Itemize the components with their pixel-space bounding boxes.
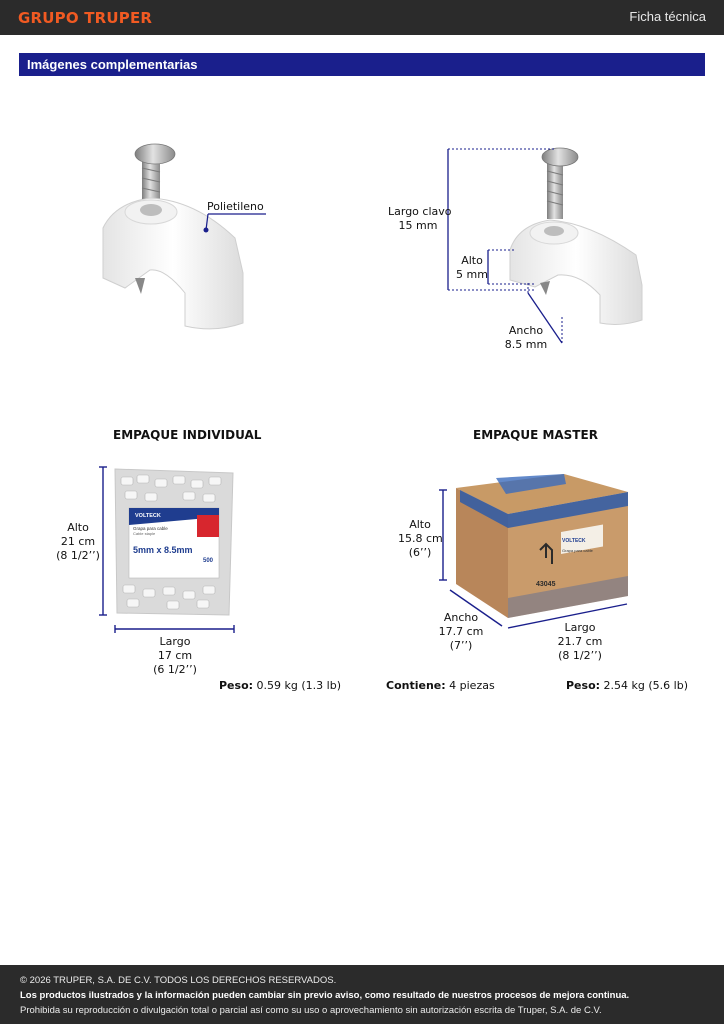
width-label: Ancho 8.5 mm: [504, 324, 548, 351]
brand-logo: GRUPO TRUPER: [18, 9, 153, 27]
box-height-label: Alto 15.8 cm (6’’): [398, 518, 443, 559]
document-type: Ficha técnica: [629, 9, 706, 24]
individual-package-heading: EMPAQUE INDIVIDUAL: [113, 428, 262, 442]
height-label: Alto 5 mm: [456, 254, 488, 281]
footer-copyright: © 2026 TRUPER, S.A. DE C.V. TODOS LOS DE…: [20, 975, 337, 986]
box-product-text: Grapa para cable: [562, 548, 594, 553]
material-callout-line: [203, 213, 266, 233]
nail-length-label: Largo clavo 15 mm: [388, 205, 452, 232]
master-contents: Contiene: 4 piezas: [386, 679, 495, 692]
individual-weight: Peso: 0.59 kg (1.3 lb): [219, 679, 341, 692]
bag-height-label: Alto 21 cm (8 1/2’’): [56, 521, 100, 562]
section-header: Imágenes complementarias: [19, 53, 705, 76]
bag-length-label: Largo 17 cm (6 1/2’’): [153, 635, 197, 676]
box-code-text: 43045: [536, 581, 556, 588]
footer-prohibition: Prohibida su reproducción o divulgación …: [20, 1005, 602, 1016]
box-brand-text: VOLTECK: [562, 538, 586, 544]
footer-notice: Los productos ilustrados y la informació…: [20, 990, 630, 1001]
material-label: Polietileno: [207, 200, 264, 213]
staple-image: [102, 143, 244, 330]
top-bar: GRUPO TRUPER Ficha técnica: [0, 0, 724, 35]
individual-bag-image: VOLTECK Grapa para cable Cable staple 5m…: [99, 466, 235, 633]
footer: © 2026 TRUPER, S.A. DE C.V. TODOS LOS DE…: [0, 965, 724, 1024]
box-width-label: Ancho 17.7 cm (7’’): [438, 611, 484, 652]
staple-dimension-image: [447, 147, 643, 344]
master-weight: Peso: 2.54 kg (5.6 lb): [566, 679, 688, 692]
box-length-label: Largo 21.7 cm (8 1/2’’): [557, 621, 603, 662]
bag-brand-text: VOLTECK: [135, 513, 161, 519]
bag-count-text: 500: [203, 558, 214, 564]
master-box-image: VOLTECK Grapa para cable 43045: [439, 474, 628, 629]
master-package-heading: EMPAQUE MASTER: [473, 428, 598, 442]
bag-size-text: 5mm x 8.5mm: [133, 545, 193, 555]
section-title: Imágenes complementarias: [27, 57, 198, 72]
bag-product-en-text: Cable staple: [133, 531, 156, 536]
bag-product-text: Grapa para cable: [133, 526, 168, 531]
